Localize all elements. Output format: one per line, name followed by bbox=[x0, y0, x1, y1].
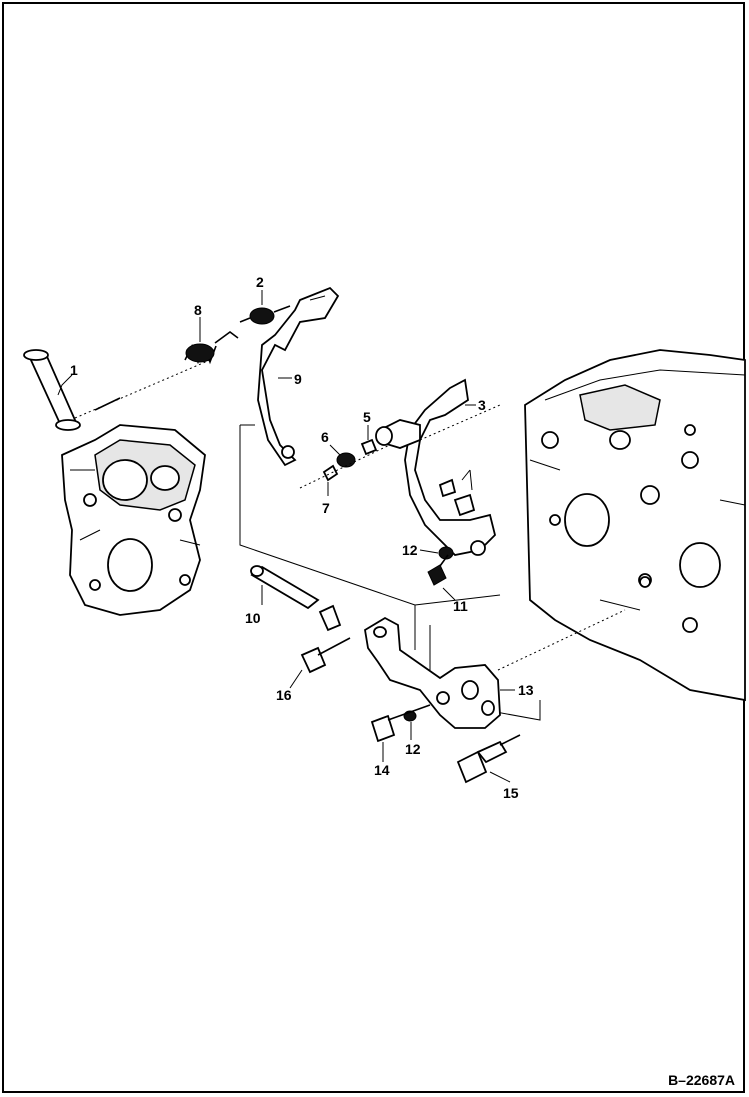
callout-10: 10 bbox=[245, 610, 261, 626]
callout-2: 2 bbox=[256, 274, 264, 290]
callout-14: 14 bbox=[374, 762, 390, 778]
callout-16: 16 bbox=[276, 687, 292, 703]
parts-5-6-7-detent bbox=[299, 438, 401, 489]
part-9-lever bbox=[257, 286, 340, 467]
left-engine-block bbox=[61, 424, 206, 616]
right-engine-block bbox=[524, 349, 746, 702]
part-8-spring bbox=[184, 331, 239, 365]
callout-labels: 1 2 3 5 6 7 8 9 10 11 12 12 13 14 15 16 bbox=[70, 274, 534, 801]
callout-13: 13 bbox=[518, 682, 534, 698]
parts-14-12-15-bolts bbox=[370, 704, 521, 784]
callout-6: 6 bbox=[321, 429, 329, 445]
callout-1: 1 bbox=[70, 362, 78, 378]
callout-15: 15 bbox=[503, 785, 519, 801]
part-1-rod bbox=[23, 349, 211, 431]
reference-code: B–22687A bbox=[668, 1072, 735, 1088]
part-10-pin bbox=[250, 565, 320, 610]
callout-7: 7 bbox=[322, 500, 330, 516]
part-2-spring bbox=[239, 305, 291, 325]
callout-12a: 12 bbox=[402, 542, 418, 558]
part-13-bracket bbox=[364, 576, 651, 729]
callout-5: 5 bbox=[363, 409, 371, 425]
callout-8: 8 bbox=[194, 302, 202, 318]
callout-11: 11 bbox=[453, 598, 468, 614]
parts-11-12-bolt bbox=[427, 546, 454, 586]
part-16-bolt bbox=[300, 604, 351, 674]
part-3-lever-assembly bbox=[375, 378, 501, 556]
leader-lines bbox=[57, 290, 515, 783]
callout-3: 3 bbox=[478, 397, 486, 413]
callout-9: 9 bbox=[294, 371, 302, 387]
callout-12b: 12 bbox=[405, 741, 421, 757]
